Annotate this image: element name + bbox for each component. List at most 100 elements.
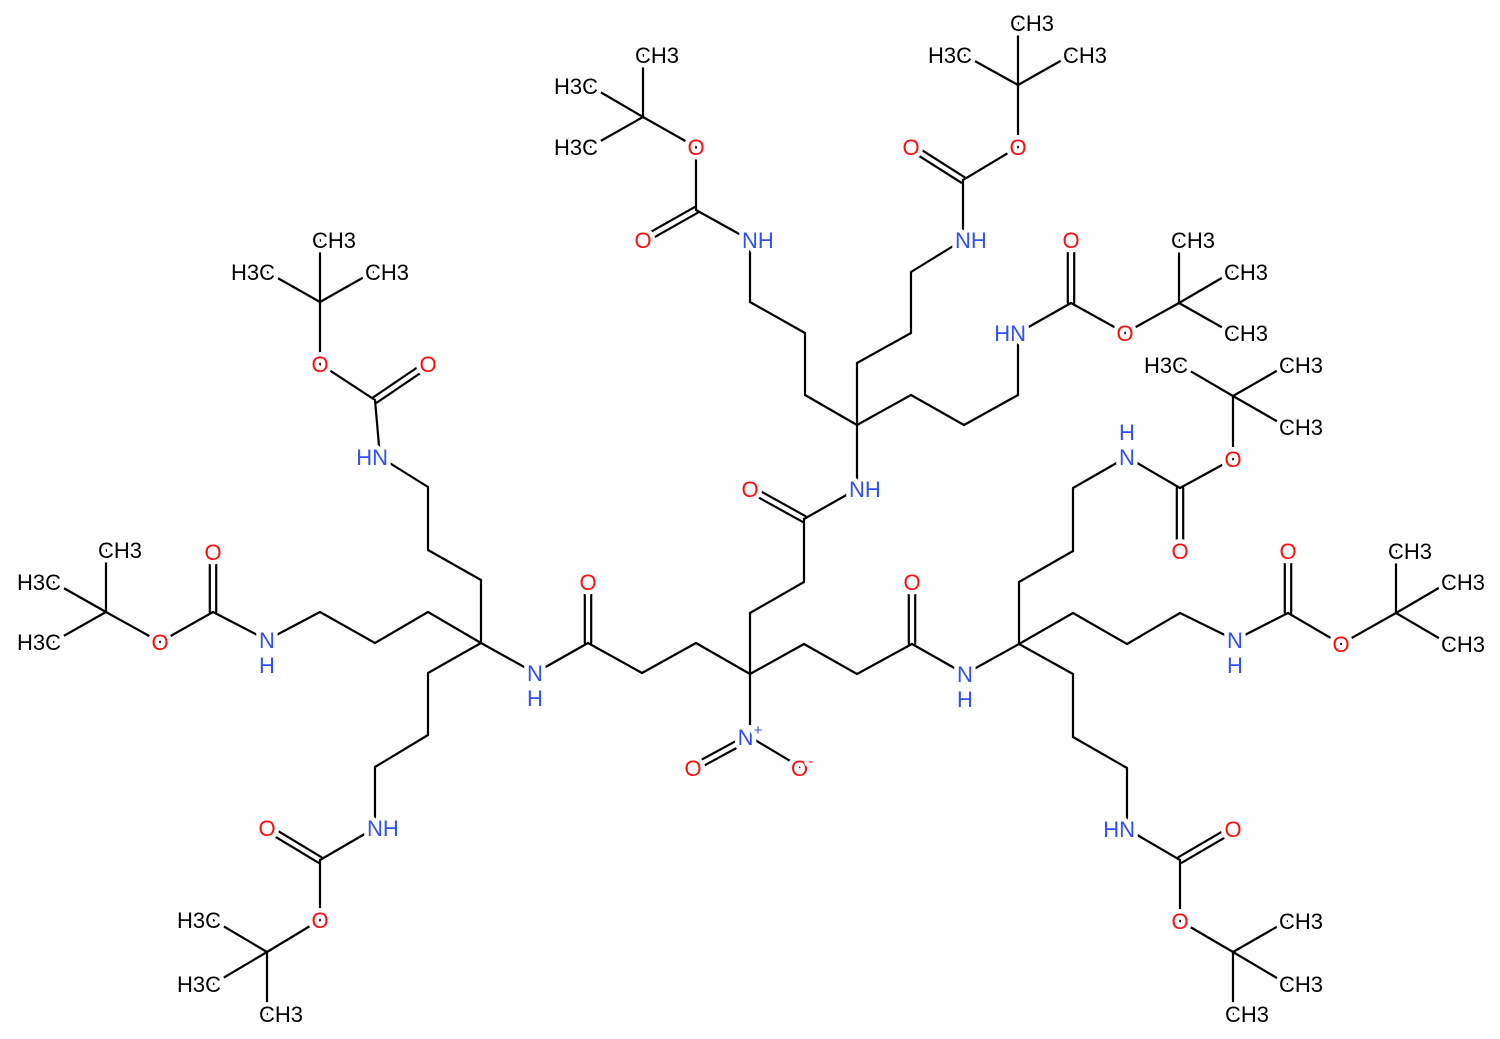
methyl-label: CH3 xyxy=(365,260,409,285)
single-bond xyxy=(1177,270,1234,305)
double-bond xyxy=(640,206,696,239)
methyl-label: CH3 xyxy=(98,538,142,563)
single-bond xyxy=(909,238,965,274)
nitrogen-label: N xyxy=(1227,628,1243,653)
single-bond xyxy=(694,641,752,676)
oxygen-label: O xyxy=(741,477,758,502)
single-bond xyxy=(748,580,806,615)
single-bond xyxy=(265,270,322,304)
oxygen-label: O xyxy=(1171,909,1188,934)
nitrogen-label: N xyxy=(1119,445,1135,470)
single-bond xyxy=(373,398,382,459)
methyl-label: CH3 xyxy=(635,43,679,68)
oxide-oxygen-label: O- xyxy=(791,753,813,781)
single-bond xyxy=(1177,301,1234,335)
methyl-label: CH3 xyxy=(1224,260,1268,285)
single-bond xyxy=(910,642,967,676)
methyl-label: CH3 xyxy=(312,228,356,253)
methyl-label: CH3 xyxy=(1279,972,1323,997)
methyl-label: H3C xyxy=(17,630,61,655)
methyl-label: CH3 xyxy=(1279,909,1323,934)
oxygen-label: O xyxy=(579,570,596,595)
double-bond xyxy=(750,485,807,518)
single-bond xyxy=(1231,394,1289,429)
single-bond xyxy=(1017,549,1075,584)
double-bond xyxy=(747,490,804,523)
oxygen-label: O xyxy=(1171,539,1188,564)
hydrogen-label: H xyxy=(259,653,275,678)
oxygen-label: O xyxy=(1116,321,1133,346)
single-bond xyxy=(378,455,430,489)
double-bond xyxy=(908,148,963,184)
oxygen-label: O xyxy=(1224,817,1241,842)
methyl-label: H3C xyxy=(177,972,221,997)
single-bond xyxy=(588,84,645,119)
oxygen-label: O xyxy=(419,352,436,377)
single-bond xyxy=(1394,611,1451,646)
single-bond xyxy=(640,641,698,675)
nitrogen-label: NH xyxy=(367,816,399,841)
single-bond xyxy=(158,610,215,644)
methyl-label: CH3 xyxy=(1224,321,1268,346)
oxygen-label: O xyxy=(1224,447,1241,472)
single-bond xyxy=(855,642,914,676)
nitrogen-label: NH xyxy=(849,477,881,502)
methyl-label: CH3 xyxy=(1388,539,1432,564)
oxygen-label: O xyxy=(1279,539,1296,564)
single-bond xyxy=(963,642,1021,676)
single-bond xyxy=(961,145,1020,182)
single-bond xyxy=(318,362,377,402)
hydrogen-label: H xyxy=(957,687,973,712)
single-bond xyxy=(1125,611,1182,646)
single-bond xyxy=(318,826,377,862)
nitro-nitrogen-label: N+ xyxy=(738,722,763,750)
single-bond xyxy=(1125,455,1182,490)
single-bond xyxy=(104,610,162,644)
single-bond xyxy=(962,393,1020,427)
single-bond xyxy=(1394,580,1451,615)
single-bond xyxy=(1017,642,1075,676)
single-bond xyxy=(265,610,322,642)
single-bond xyxy=(588,115,645,149)
double-bond xyxy=(643,211,699,244)
double-bond xyxy=(372,360,428,399)
methyl-label: H3C xyxy=(17,570,61,595)
single-bond xyxy=(318,610,377,645)
oxygen-label: O xyxy=(684,756,701,781)
single-bond xyxy=(426,641,483,675)
single-bond xyxy=(533,641,590,675)
methyl-label: CH3 xyxy=(1441,632,1485,657)
methyl-label: CH3 xyxy=(1225,1002,1269,1027)
methyl-label: H3C xyxy=(231,260,275,285)
single-bond xyxy=(1017,611,1075,646)
hydrogen-label: H xyxy=(1119,420,1135,445)
single-bond xyxy=(1178,457,1235,490)
single-bond xyxy=(373,733,430,769)
nitrogen-label: NH xyxy=(742,228,774,253)
double-bond xyxy=(1177,825,1233,859)
methyl-label: H3C xyxy=(928,43,972,68)
methyl-label: CH3 xyxy=(1279,353,1323,378)
nitrogen-label: N xyxy=(957,662,973,687)
single-bond xyxy=(962,53,1020,87)
oxygen-label: O xyxy=(204,540,221,565)
single-bond xyxy=(426,610,483,645)
single-bond xyxy=(641,115,698,149)
single-bond xyxy=(426,548,483,582)
single-bond xyxy=(1016,53,1073,87)
nitrogen-label: HN xyxy=(356,445,388,470)
single-bond xyxy=(265,918,322,954)
nitrogen-label: N xyxy=(527,661,543,686)
double-bond xyxy=(690,733,750,767)
oxygen-label: O xyxy=(687,135,704,160)
single-bond xyxy=(211,950,269,986)
single-bond xyxy=(1016,301,1073,335)
single-bond xyxy=(1125,827,1182,862)
methyl-label: H3C xyxy=(1144,353,1188,378)
oxygen-label: O xyxy=(903,570,920,595)
single-bond xyxy=(855,331,913,365)
oxygen-label: O xyxy=(902,135,919,160)
single-bond xyxy=(1231,950,1289,986)
oxygen-label: O xyxy=(1062,228,1079,253)
